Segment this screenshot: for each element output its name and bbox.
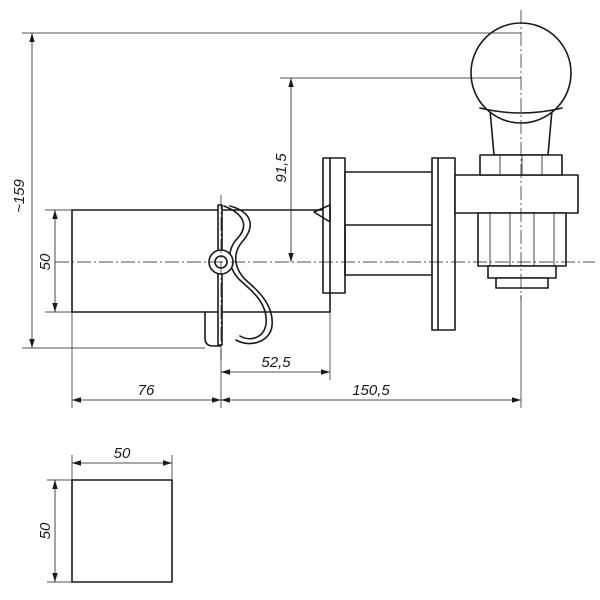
dimensions: ~159 50 91,5 52,5 76 150,5 — [11, 32, 522, 408]
mounting-plate — [431, 157, 456, 331]
dim-pin-to-ball: 150,5 — [352, 382, 390, 399]
bracket-body — [344, 171, 436, 226]
dim-tube-to-pin: 76 — [138, 382, 155, 399]
dim-ball-center-height: 91,5 — [273, 153, 290, 183]
section-view: 50 50 — [37, 445, 173, 583]
side-view — [55, 10, 595, 360]
dim-pin-to-plate: 52,5 — [261, 354, 291, 371]
lock-tab — [204, 311, 221, 347]
dim-section-width: 50 — [114, 445, 131, 462]
dim-overall-height: ~159 — [11, 178, 28, 212]
tube-section — [71, 479, 173, 583]
ball-arm — [454, 174, 579, 214]
dim-section-height: 50 — [37, 522, 54, 539]
lock-nut — [477, 212, 567, 267]
bracket-flange — [322, 157, 346, 294]
dim-tube-height: 50 — [37, 253, 54, 270]
r-clip-pin — [208, 204, 273, 346]
